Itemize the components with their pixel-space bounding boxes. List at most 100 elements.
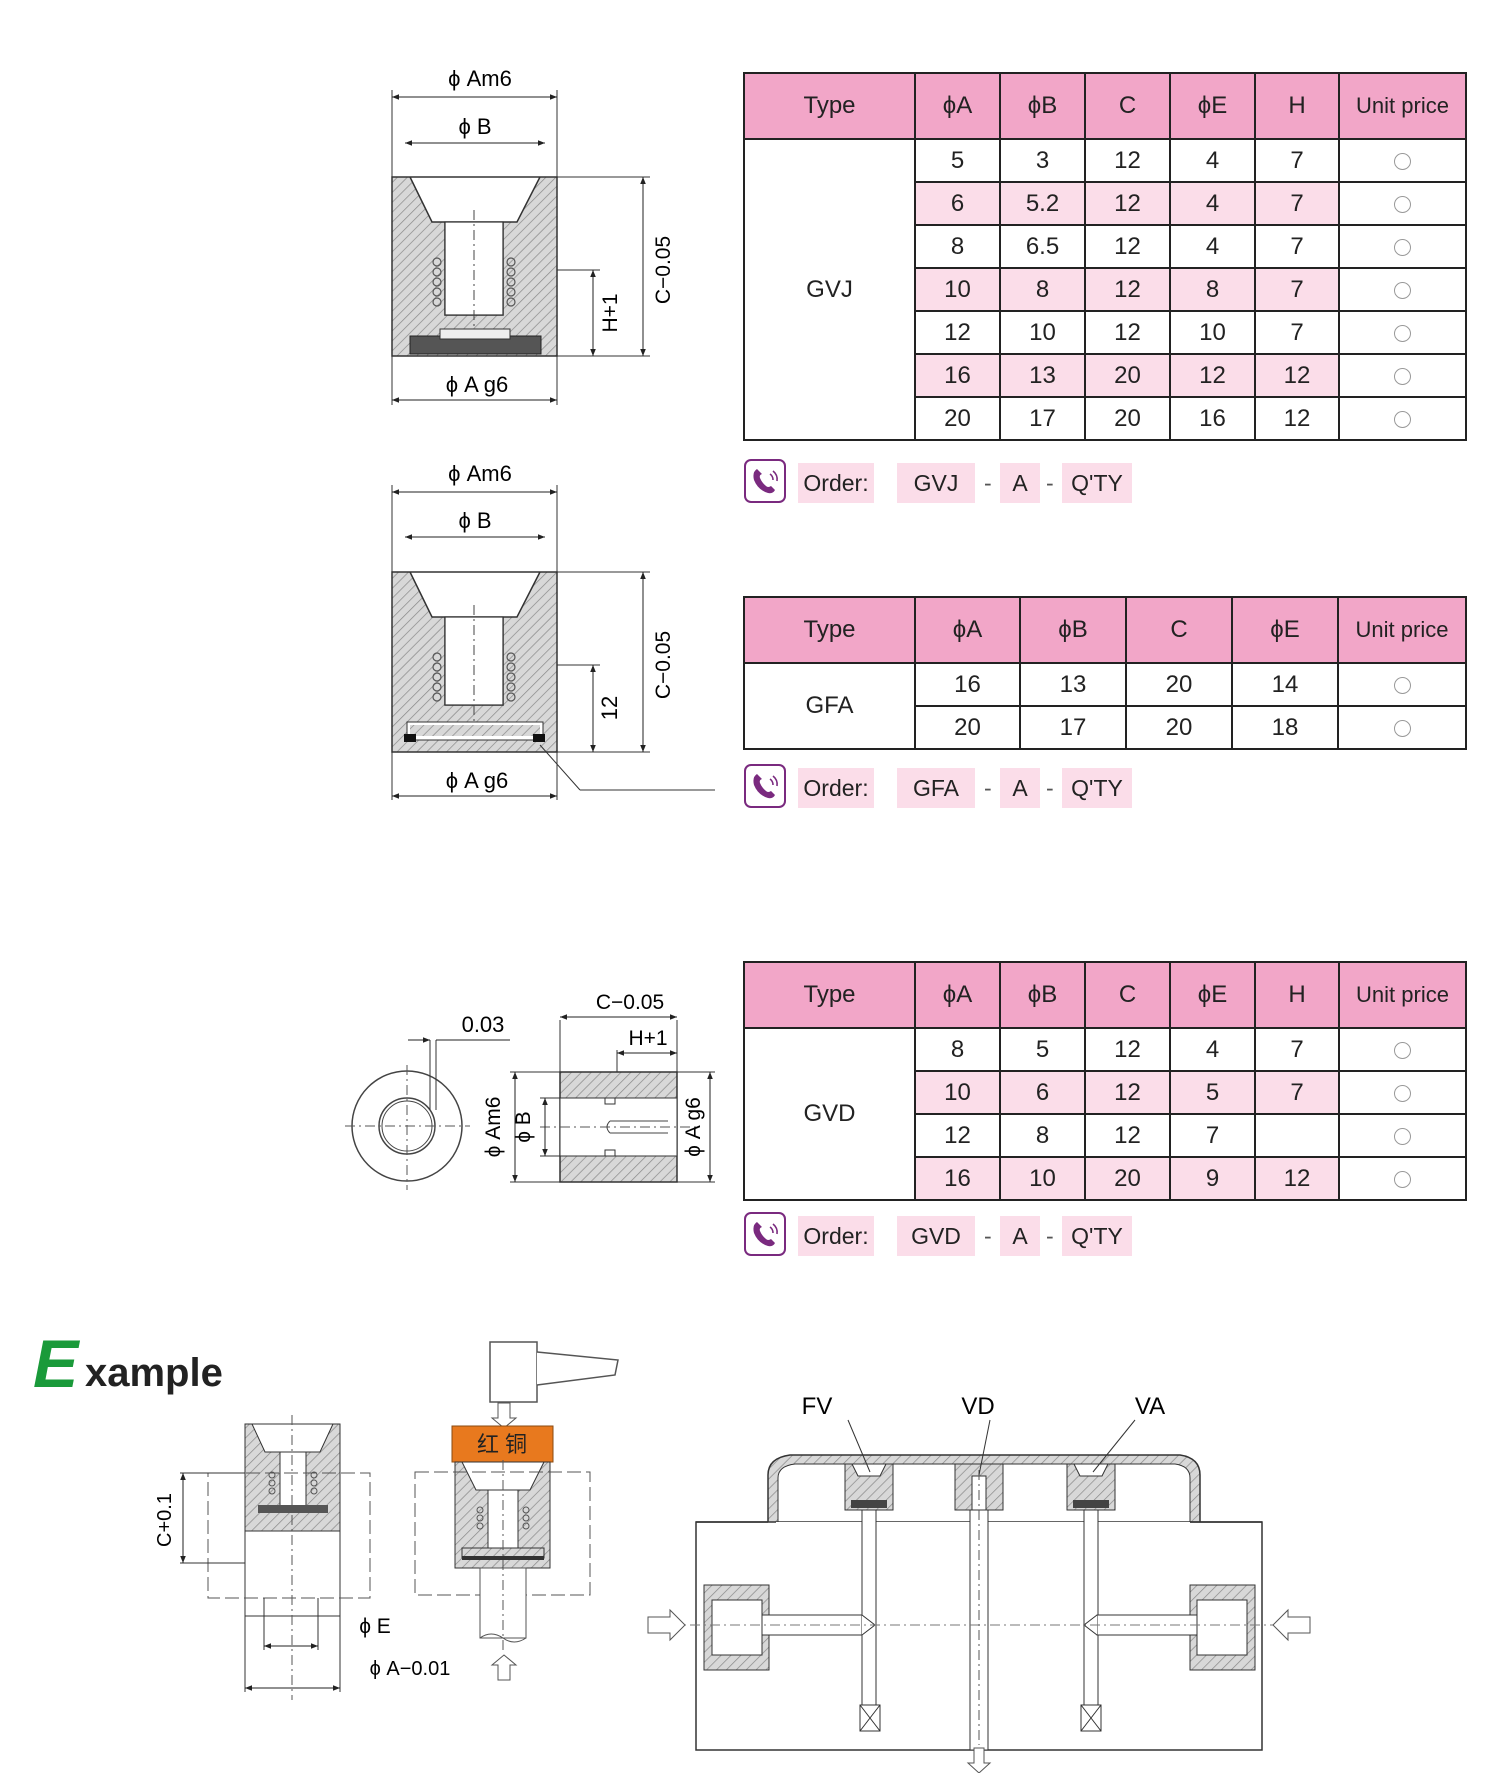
cell-c: 12	[1084, 138, 1171, 183]
unit-price-cell[interactable]	[1338, 1156, 1467, 1201]
cell-e: 8	[1169, 267, 1256, 312]
header-a: ϕA	[914, 961, 1001, 1029]
price-radio-icon[interactable]	[1393, 676, 1411, 694]
header-h: H	[1254, 72, 1340, 140]
dim-b: ϕ B	[512, 1111, 535, 1143]
copper-label: 红 铜	[477, 1432, 527, 1457]
header-type: Type	[743, 72, 916, 140]
dim-b: ϕ B	[458, 114, 491, 139]
dim-c: C−0.05	[596, 991, 664, 1014]
price-radio-icon[interactable]	[1394, 1170, 1411, 1188]
order-qty: Q'TY	[1062, 463, 1132, 503]
gfa-section-drawing: ϕ Am6 ϕ B C−0.05 12 ϕ A g6	[391, 461, 715, 800]
unit-price-cell[interactable]	[1338, 1027, 1467, 1072]
type-cell: GVJ	[743, 138, 916, 441]
example-dim-e: ϕ E	[359, 1615, 391, 1638]
order-dash: -	[1046, 1223, 1054, 1249]
cell-a: 10	[914, 1070, 1001, 1115]
order-a: A	[1000, 768, 1040, 808]
price-radio-icon[interactable]	[1394, 281, 1411, 299]
header-e: ϕE	[1231, 596, 1339, 664]
cell-e: 16	[1169, 396, 1256, 441]
cell-b: 13	[1019, 662, 1127, 707]
example-left-assembly: C+0.1 ϕ E ϕ A−0.01	[154, 1415, 450, 1700]
price-radio-icon[interactable]	[1394, 410, 1411, 428]
header-e: ϕE	[1169, 961, 1256, 1029]
price-radio-icon[interactable]	[1394, 367, 1411, 385]
dim-h: H+1	[599, 293, 622, 332]
unit-price-cell[interactable]	[1338, 396, 1467, 441]
unit-price-cell[interactable]	[1338, 181, 1467, 226]
order-row-gfa: Order: GFA - A - Q'TY	[744, 764, 1144, 810]
header-unit-price: Unit price	[1337, 596, 1467, 664]
header-type: Type	[743, 596, 916, 664]
cell-a: 8	[914, 224, 1001, 269]
price-radio-icon[interactable]	[1394, 195, 1411, 213]
unit-price-cell[interactable]	[1338, 1113, 1467, 1158]
label-vd: VD	[961, 1393, 994, 1420]
price-radio-icon[interactable]	[1394, 1127, 1411, 1145]
gvd-drawing: 0.03 C−0.05 H+1 ϕ Am6 ϕ B ϕ A g6	[345, 991, 715, 1190]
cell-b: 10	[999, 1156, 1086, 1201]
cell-c: 12	[1084, 310, 1171, 355]
order-dash: -	[984, 775, 992, 801]
price-radio-icon[interactable]	[1394, 1041, 1411, 1059]
order-dash: -	[1046, 775, 1054, 801]
cell-a: 20	[914, 396, 1001, 441]
unit-price-cell[interactable]	[1338, 138, 1467, 183]
phone-order-icon[interactable]	[744, 1212, 786, 1256]
unit-price-cell[interactable]	[1338, 224, 1467, 269]
cell-c: 12	[1084, 224, 1171, 269]
cell-h: 7	[1254, 1070, 1340, 1115]
unit-price-cell[interactable]	[1338, 353, 1467, 398]
unit-price-cell[interactable]	[1338, 310, 1467, 355]
dim-am6: ϕ Am6	[482, 1097, 505, 1158]
order-label: Order:	[798, 463, 874, 503]
unit-price-cell[interactable]	[1338, 1070, 1467, 1115]
cell-e: 4	[1169, 138, 1256, 183]
price-radio-icon[interactable]	[1394, 324, 1411, 342]
order-label: Order:	[798, 1216, 874, 1256]
cell-b: 17	[1019, 705, 1127, 750]
price-radio-icon[interactable]	[1394, 152, 1411, 170]
table-header-row: Type ϕA ϕB C ϕE Unit price	[743, 596, 1467, 664]
cell-c: 12	[1084, 267, 1171, 312]
cell-b: 8	[999, 267, 1086, 312]
cell-b: 13	[999, 353, 1086, 398]
cell-e: 4	[1169, 1027, 1256, 1072]
cell-c: 20	[1125, 705, 1233, 750]
cell-b: 10	[999, 310, 1086, 355]
cell-a: 16	[914, 353, 1001, 398]
cell-h: 12	[1254, 1156, 1340, 1201]
unit-price-cell[interactable]	[1338, 267, 1467, 312]
header-a: ϕA	[914, 72, 1001, 140]
table-header-row: Type ϕA ϕB C ϕE H Unit price	[743, 72, 1467, 140]
unit-price-cell[interactable]	[1337, 662, 1467, 707]
example-heading: E xample	[33, 1326, 223, 1402]
label-va: VA	[1135, 1393, 1165, 1420]
order-dash: -	[984, 470, 992, 496]
cell-e: 9	[1169, 1156, 1256, 1201]
phone-order-icon[interactable]	[744, 459, 786, 503]
cell-c: 20	[1084, 396, 1171, 441]
unit-price-cell[interactable]	[1337, 705, 1467, 750]
price-radio-icon[interactable]	[1394, 238, 1411, 256]
phone-order-icon[interactable]	[744, 764, 786, 808]
header-c: C	[1084, 961, 1171, 1029]
dim-b: ϕ B	[458, 508, 491, 533]
header-b: ϕB	[1019, 596, 1127, 664]
order-code: GVD	[897, 1216, 975, 1256]
price-radio-icon[interactable]	[1393, 719, 1411, 737]
price-radio-icon[interactable]	[1394, 1084, 1411, 1102]
